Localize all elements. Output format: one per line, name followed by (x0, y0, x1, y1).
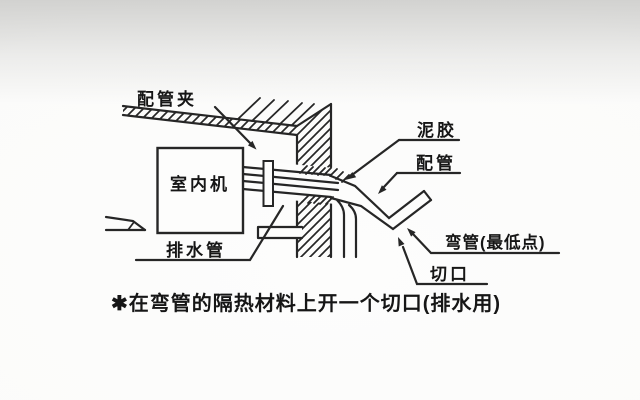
cut-label: 切口 (430, 265, 470, 284)
refrigerant-pipe-bundle (241, 165, 340, 199)
pipe-clamp-label: 配管夹 (137, 89, 197, 109)
piping-label: 配管 (416, 153, 456, 173)
drain-pipe (335, 198, 358, 259)
bend-leader-arrow (407, 228, 561, 255)
left-wall-edge (104, 215, 147, 232)
indoor-unit-label: 室内机 (170, 174, 230, 194)
note-text: ✱在弯管的隔热材料上开一个切口(排水用) (111, 291, 501, 315)
putty-label: 泥胶 (417, 120, 457, 140)
cut-leader-arrow (398, 237, 489, 286)
drain-pipe-label: 排水管 (166, 240, 226, 260)
bend-lowest-point-label: 弯管(最低点) (445, 232, 546, 252)
ceiling-slab-hatch (121, 97, 333, 137)
pipe-bundle-outdoor-bend (329, 174, 433, 231)
pipe-clamp (262, 160, 274, 207)
piping-leader-arrow (378, 171, 462, 194)
pipe-clamp-leader-arrow (213, 105, 257, 150)
putty-leader-arrow (345, 138, 461, 180)
indoor-unit-box (156, 146, 245, 235)
putty-hatch-ticks (299, 165, 350, 205)
drain-pipe-leader (134, 204, 285, 262)
